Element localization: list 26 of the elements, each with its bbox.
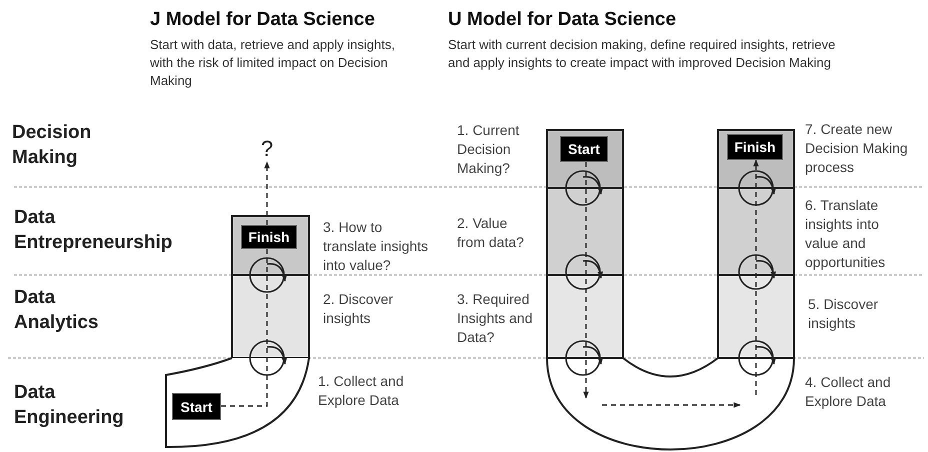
status-tag: Finish bbox=[727, 134, 783, 160]
step-text: 2. Value from data? bbox=[457, 214, 525, 252]
step-text: 2. Discover insights bbox=[323, 290, 394, 328]
arrow bbox=[264, 161, 270, 225]
step-text: 7. Create new Decision Making process bbox=[805, 120, 909, 177]
step-text: 4. Collect and Explore Data bbox=[805, 373, 892, 411]
status-tag: Finish bbox=[241, 225, 297, 249]
step-text: 6. Translate insights into value and opportunities bbox=[805, 196, 886, 272]
step-text: 3. Required Insights and Data? bbox=[457, 290, 534, 347]
model-description: Start with current decision making, define required insights, retrieve and apply insights to create impact with improved Decision Making bbox=[448, 36, 836, 72]
step-text: 1. Collect and Explore Data bbox=[318, 372, 405, 410]
status-tag: Start bbox=[172, 393, 221, 420]
row-label: Data Entrepreneurship bbox=[14, 206, 174, 255]
row-label: Decision Making bbox=[12, 121, 92, 170]
step-text: 3. How to translate insights into value? bbox=[323, 218, 430, 275]
row-label: Data Analytics bbox=[14, 286, 100, 335]
step-text: 1. Current Decision Making? bbox=[457, 121, 520, 178]
step-text: 5. Discover insights bbox=[808, 295, 880, 333]
status-tag: Start bbox=[560, 136, 608, 162]
question-mark: ? bbox=[257, 136, 277, 162]
model-title: U Model for Data Science bbox=[448, 8, 678, 32]
model-description: Start with data, retrieve and apply insights, with the risk of limited impact on Decision Making bbox=[150, 36, 396, 90]
row-label: Data Engineering bbox=[14, 381, 125, 430]
model-title: J Model for Data Science bbox=[150, 8, 376, 32]
arrow bbox=[583, 162, 589, 399]
arrow bbox=[753, 159, 759, 395]
